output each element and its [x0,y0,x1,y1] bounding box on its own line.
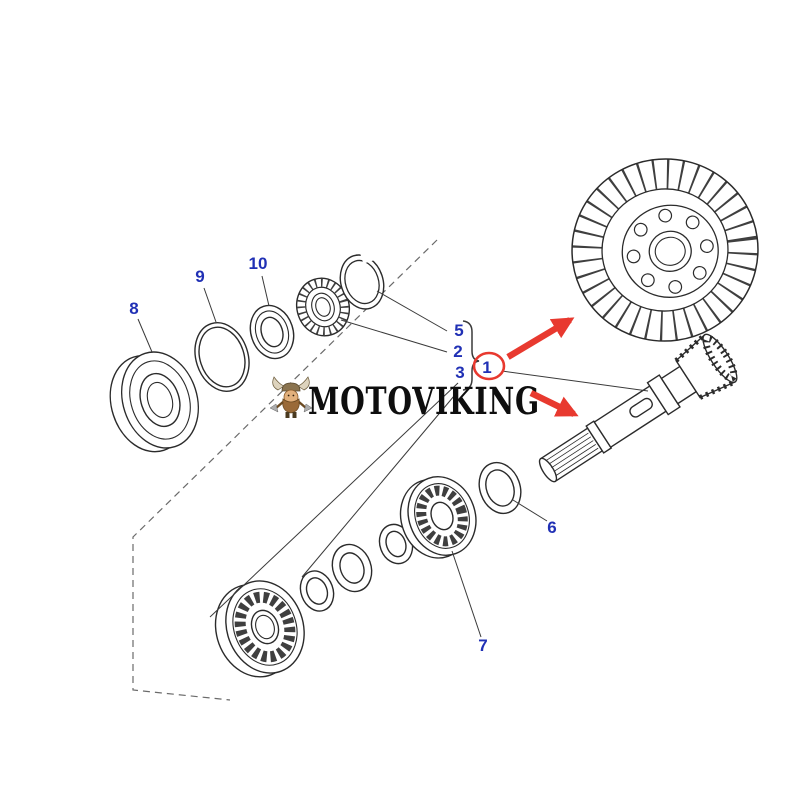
bearing-cup-8 [109,351,200,453]
red-highlight-circle [472,351,506,381]
callout-brace [462,320,480,391]
pinion-shaft [538,333,738,483]
callout-7: 7 [478,636,487,655]
viking-mascot-icon [269,376,313,418]
callout-8: 8 [129,299,138,318]
snap-ring [339,248,385,310]
red-arrow-to-shaft-icon [529,390,579,417]
watermark-text: MOTOVIKING [308,379,540,423]
washer [331,543,373,593]
seal-ring-6 [478,461,522,515]
red-arrow-to-gear-icon [506,317,575,360]
spline-lines [546,432,599,476]
dashed-guide-lines [132,239,438,701]
callout-3: 3 [455,363,464,382]
callout-6: 6 [547,518,556,537]
callout-1: 1 [482,358,491,377]
red-highlights [472,317,579,417]
spacer-ring-a [299,570,335,612]
callout-2: 2 [453,342,462,361]
bolt-holes [626,208,714,294]
bearing-cone-10 [249,304,295,360]
callout-labels: 1 2 3 5 6 7 8 9 10 [129,254,556,655]
callout-5: 5 [454,321,463,340]
bearing-cage [295,277,351,337]
callout-9: 9 [195,267,204,286]
taper-bearing-large [214,580,305,678]
o-ring-9 [194,322,250,392]
callout-10: 10 [249,254,268,273]
crown-wheel-gear [571,158,759,342]
taper-bearing-small [399,476,477,559]
leader-lines [137,275,649,638]
